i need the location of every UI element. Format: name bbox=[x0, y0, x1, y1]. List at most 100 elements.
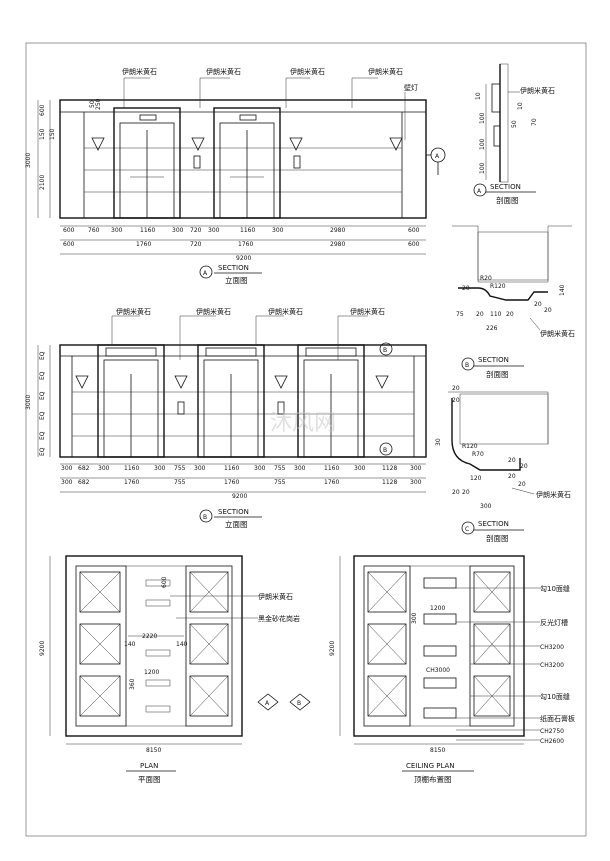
elevator-car bbox=[367, 623, 407, 665]
svg-text:10: 10 bbox=[475, 92, 482, 100]
svg-text:20: 20 bbox=[452, 397, 460, 404]
svg-text:B: B bbox=[383, 447, 387, 454]
svg-text:300: 300 bbox=[172, 227, 184, 234]
svg-text:EQ: EQ bbox=[39, 431, 46, 440]
svg-text:2980: 2980 bbox=[330, 241, 345, 248]
svg-text:300: 300 bbox=[480, 503, 492, 510]
svg-text:50: 50 bbox=[511, 120, 518, 128]
svg-text:720: 720 bbox=[190, 227, 202, 234]
elevation-b-subtitle: 立面图 bbox=[225, 519, 248, 529]
plan-title: PLAN bbox=[140, 762, 158, 770]
elevator-car bbox=[473, 571, 511, 613]
svg-text:R70: R70 bbox=[472, 451, 484, 458]
light-trough bbox=[423, 613, 457, 625]
elevation-b-frame bbox=[59, 344, 427, 458]
plan-subtitle: 平面图 bbox=[138, 775, 161, 784]
callout-label: 伊朗米黄石 bbox=[540, 329, 575, 338]
svg-text:30: 30 bbox=[435, 438, 442, 446]
section-marker-a bbox=[257, 693, 279, 711]
callout-label: CH3200 bbox=[540, 662, 564, 669]
wall-lamp-icon bbox=[75, 375, 89, 389]
svg-text:600: 600 bbox=[161, 576, 168, 588]
svg-text:150: 150 bbox=[49, 128, 56, 140]
callout-label: 伊朗米黄石 bbox=[116, 307, 151, 316]
svg-text:R120: R120 bbox=[462, 443, 478, 450]
svg-text:B: B bbox=[383, 347, 387, 354]
svg-text:2100: 2100 bbox=[39, 175, 46, 190]
svg-text:300: 300 bbox=[254, 465, 266, 472]
svg-text:300: 300 bbox=[98, 465, 110, 472]
callout-label: CH3200 bbox=[540, 644, 564, 651]
svg-text:300: 300 bbox=[194, 465, 206, 472]
svg-text:100: 100 bbox=[479, 162, 486, 174]
elevator-car bbox=[79, 675, 121, 717]
elevator-car bbox=[367, 675, 407, 717]
section-marker-a bbox=[473, 183, 487, 197]
light-trough bbox=[423, 677, 457, 689]
svg-text:1160: 1160 bbox=[240, 227, 255, 234]
svg-text:300: 300 bbox=[410, 479, 422, 486]
plan-outline bbox=[65, 555, 243, 737]
svg-text:8150: 8150 bbox=[430, 747, 445, 754]
elevator-car bbox=[79, 571, 121, 613]
svg-text:1760: 1760 bbox=[224, 479, 239, 486]
svg-text:600: 600 bbox=[63, 241, 75, 248]
svg-text:20: 20 bbox=[518, 481, 526, 488]
callout-label: 勾10面缝 bbox=[540, 584, 570, 593]
elevator-car bbox=[367, 571, 407, 613]
svg-text:755: 755 bbox=[274, 479, 286, 486]
svg-text:682: 682 bbox=[78, 465, 90, 472]
svg-text:A: A bbox=[265, 700, 270, 707]
svg-text:9200: 9200 bbox=[232, 493, 247, 500]
wall-lamp-icon bbox=[91, 137, 105, 151]
elevation-a-subtitle: 立面图 bbox=[225, 275, 248, 285]
svg-text:CH3000: CH3000 bbox=[426, 667, 450, 674]
svg-text:3000: 3000 bbox=[25, 153, 32, 168]
svg-text:300: 300 bbox=[410, 465, 422, 472]
svg-text:300: 300 bbox=[294, 465, 306, 472]
elevation-a: A 伊朗米黄石 伊朗米黄石 伊朗米黄石 伊朗米黄石 壁灯 3000 600 15… bbox=[25, 67, 446, 285]
callout-label: 伊朗米黄石 bbox=[206, 67, 241, 76]
svg-text:EQ: EQ bbox=[39, 371, 46, 380]
section-marker-b bbox=[461, 357, 475, 371]
svg-text:70: 70 bbox=[531, 118, 538, 126]
svg-text:EQ: EQ bbox=[39, 351, 46, 360]
svg-text:760: 760 bbox=[88, 227, 100, 234]
svg-text:9200: 9200 bbox=[329, 641, 336, 656]
svg-text:140: 140 bbox=[124, 641, 136, 648]
section-a-subtitle: 剖面图 bbox=[496, 195, 519, 205]
ceiling-plan-subtitle: 顶棚布置图 bbox=[414, 774, 452, 784]
callout-label: 反光灯槽 bbox=[540, 618, 568, 627]
elevator-car bbox=[189, 675, 229, 717]
svg-text:150: 150 bbox=[39, 128, 46, 140]
svg-text:600: 600 bbox=[63, 227, 75, 234]
callout-label: 壁灯 bbox=[404, 83, 418, 92]
section-c-title: SECTION bbox=[478, 520, 509, 528]
svg-text:20: 20 bbox=[452, 385, 460, 392]
svg-text:600: 600 bbox=[408, 227, 420, 234]
ceiling-plan-title: CEILING PLAN bbox=[406, 762, 455, 770]
svg-text:1128: 1128 bbox=[382, 479, 397, 486]
svg-text:A: A bbox=[435, 153, 440, 160]
svg-text:9200: 9200 bbox=[39, 641, 46, 656]
svg-text:3000: 3000 bbox=[25, 395, 32, 410]
svg-text:720: 720 bbox=[190, 241, 202, 248]
svg-text:1128: 1128 bbox=[382, 465, 397, 472]
svg-text:755: 755 bbox=[174, 479, 186, 486]
elevator-car bbox=[79, 623, 121, 665]
svg-text:682: 682 bbox=[78, 479, 90, 486]
svg-text:20: 20 bbox=[452, 489, 460, 496]
light-trough bbox=[423, 577, 457, 589]
svg-text:120: 120 bbox=[470, 475, 482, 482]
section-marker-c bbox=[461, 521, 475, 535]
callout-label: 纸面石膏板 bbox=[540, 714, 575, 723]
svg-text:300: 300 bbox=[154, 465, 166, 472]
svg-text:R20: R20 bbox=[480, 275, 492, 282]
svg-text:9200: 9200 bbox=[236, 255, 251, 262]
svg-text:R120: R120 bbox=[490, 283, 506, 290]
svg-text:2220: 2220 bbox=[142, 633, 157, 640]
svg-text:A: A bbox=[203, 270, 208, 277]
svg-text:110: 110 bbox=[490, 311, 502, 318]
svg-text:1200: 1200 bbox=[430, 605, 445, 612]
section-b-detail: 20 75 20 110 20 226 140 R20 R120 20 20 伊… bbox=[452, 225, 575, 379]
